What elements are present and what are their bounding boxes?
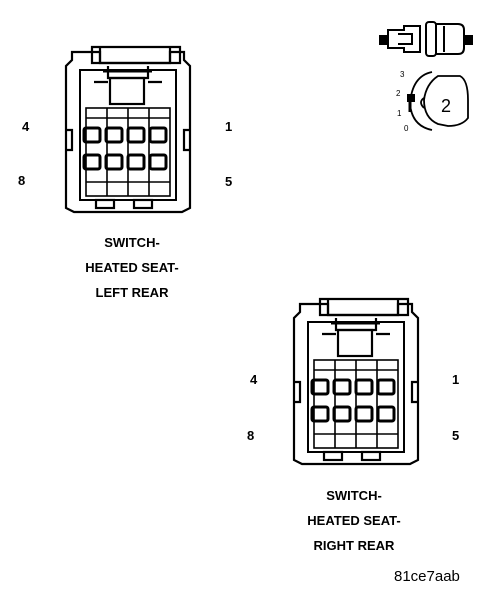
pin-label-8: 8 bbox=[247, 428, 255, 443]
knob-indicator-marker bbox=[407, 94, 415, 102]
knob-position-label: 2 bbox=[396, 89, 401, 98]
pin-label-5: 5 bbox=[452, 428, 460, 443]
pin-label-4: 4 bbox=[22, 119, 30, 134]
caption-line: HEATED SEAT- bbox=[307, 513, 401, 528]
connector-caption-right-rear: SWITCH- HEATED SEAT- RIGHT REAR bbox=[274, 483, 434, 558]
knob-number-label: 2 bbox=[441, 96, 452, 116]
pin-label-4: 4 bbox=[250, 372, 258, 387]
pin-label-1: 1 bbox=[452, 372, 460, 387]
knob-position-label: 0 bbox=[404, 124, 409, 133]
pin-label-1: 1 bbox=[225, 119, 233, 134]
caption-line: SWITCH- bbox=[326, 488, 382, 503]
caption-line: RIGHT REAR bbox=[313, 538, 395, 553]
knob-position-label: 1 bbox=[397, 109, 402, 118]
pin-label-5: 5 bbox=[225, 174, 233, 189]
caption-line: SWITCH- bbox=[104, 235, 160, 250]
knob-position-label: 3 bbox=[400, 70, 405, 79]
figure-code: 81ce7aab bbox=[394, 568, 460, 585]
connector-caption-left-rear: SWITCH- HEATED SEAT- LEFT REAR bbox=[52, 230, 212, 305]
caption-line: HEATED SEAT- bbox=[85, 260, 179, 275]
pin-label-8: 8 bbox=[18, 173, 26, 188]
caption-line: LEFT REAR bbox=[95, 285, 169, 300]
